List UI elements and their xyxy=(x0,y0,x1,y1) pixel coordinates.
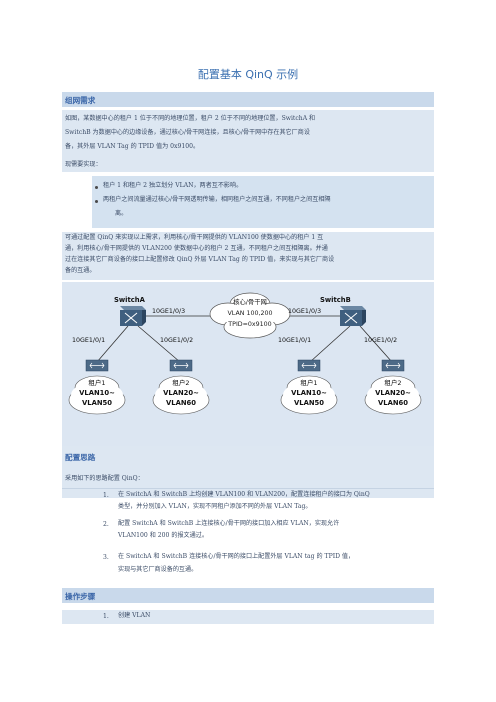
requirements-line: 备，其外层 VLAN Tag 的 TPID 值为 0x9100。 xyxy=(65,143,200,150)
switch-icon xyxy=(120,306,146,326)
section-header-band xyxy=(62,92,434,107)
divider xyxy=(62,488,434,489)
tenant-vlan: VLAN50 xyxy=(82,399,112,407)
document-title: 配置基本 QinQ 示例 xyxy=(197,68,299,81)
tenant-vlan: VLAN50 xyxy=(294,399,324,407)
port-label: 10GE1/0/3 xyxy=(288,308,321,315)
requirements-bullet-box xyxy=(92,176,434,228)
port-label: 10GE1/0/1 xyxy=(72,337,105,344)
requirements-line: 如图，某数据中心的租户 1 位于不同的地理位置，租户 2 位于不同的地理位置，S… xyxy=(65,115,316,122)
section-heading-network-requirements: 组网需求 xyxy=(65,96,96,105)
link-switcha-right xyxy=(137,325,181,363)
section-heading-config-idea: 配置思路 xyxy=(65,453,96,462)
procedure-step-text: 创建 VLAN xyxy=(118,612,151,619)
cloud-label: 核心/骨干网 xyxy=(233,297,267,306)
step-line: 在 SwitchA 和 SwitchB 上均创建 VLAN100 和 VLAN2… xyxy=(118,491,370,498)
step-line: VLAN100 和 200 的报文通过。 xyxy=(118,532,208,539)
section-header-band xyxy=(62,588,434,603)
tenant-cloud-icon xyxy=(364,375,422,415)
requirements-line: SwitchB 为数据中心的边缘设备，通过核心/骨干网连接，且核心/骨干网中存在… xyxy=(65,129,310,136)
tenant-vlan: VLAN60 xyxy=(166,399,196,407)
tenant-vlan: VLAN10~ xyxy=(79,389,115,397)
solution-line: 备的互通。 xyxy=(65,267,96,274)
switcha-label: SwitchA xyxy=(114,296,146,304)
core-backbone-cloud-icon xyxy=(209,292,291,339)
tenant-label: 租户1 xyxy=(300,378,317,387)
link-switchb-left xyxy=(309,325,351,363)
bullet-icon xyxy=(95,200,98,203)
step-line: 类型，并分别加入 VLAN，实现不同租户添加不同的外层 VLAN Tag。 xyxy=(118,503,312,510)
switch-icon xyxy=(340,306,366,326)
tenant-vlan: VLAN60 xyxy=(378,399,408,407)
port-label: 10GE1/0/2 xyxy=(160,337,193,344)
bullet-item: 两租户之间流量通过核心/骨干网透明传输，相同租户之间互通，不同租户之间互相隔 xyxy=(103,196,331,203)
config-idea-intro: 采用如下的思路配置 QinQ： xyxy=(65,475,144,482)
step-number: 1. xyxy=(103,613,109,620)
step-line: 在 SwitchA 和 SwitchB 连接核心/骨干网的接口上配置外层 VLA… xyxy=(118,553,355,560)
section-heading-procedure: 操作步骤 xyxy=(65,592,96,601)
tenant-cloud-icon xyxy=(68,375,126,415)
tenant-vlan: VLAN20~ xyxy=(375,389,411,397)
config-idea-block xyxy=(62,446,434,498)
port-label: 10GE1/0/3 xyxy=(152,308,185,315)
cloud-label: TPID=0x9100 xyxy=(227,321,271,328)
tenant-vlan: VLAN20~ xyxy=(163,389,199,397)
port-label: 10GE1/0/1 xyxy=(278,337,311,344)
tenant-label: 租户2 xyxy=(384,378,401,387)
tenant-vlan: VLAN10~ xyxy=(291,389,327,397)
access-switch-icon xyxy=(297,359,321,372)
tenant-cloud-icon xyxy=(152,375,210,415)
solution-block xyxy=(62,232,434,280)
bullet-item: 租户 1 和租户 2 独立划分 VLAN，两者互不影响。 xyxy=(103,182,243,189)
bullet-item-continued: 离。 xyxy=(115,210,128,217)
link-switcha-left xyxy=(96,325,129,363)
bullet-icon xyxy=(95,186,98,189)
tenant-label: 租户1 xyxy=(88,378,105,387)
switchb-label: SwitchB xyxy=(320,296,351,304)
solution-line: 可通过配置 QinQ 来实现以上需求，利用核心/骨干网提供的 VLAN100 使… xyxy=(65,234,324,241)
access-switch-icon xyxy=(169,359,193,372)
step-number: 2. xyxy=(103,521,109,528)
tenant-cloud-icon xyxy=(280,375,338,415)
solution-line: 过在连接其它厂商设备的接口上配置修改 QinQ 外层 VLAN Tag 的 TP… xyxy=(65,256,335,263)
network-topology-diagram: 核心/骨干网 VLAN 100,200 TPID=0x9100 SwitchA … xyxy=(62,282,434,446)
step-number: 1. xyxy=(103,492,109,499)
tenant-label: 租户2 xyxy=(172,378,189,387)
requirements-block xyxy=(62,110,434,172)
access-switch-icon xyxy=(85,359,109,372)
procedure-step-row xyxy=(62,610,434,624)
needs-label: 现需要实现： xyxy=(65,161,102,168)
cloud-label: VLAN 100,200 xyxy=(227,310,272,317)
port-label: 10GE1/0/2 xyxy=(364,337,397,344)
access-switch-icon xyxy=(381,359,405,372)
step-line: 配置 SwitchA 和 SwitchB 上连接核心/骨干网的接口加入相应 VL… xyxy=(118,520,340,527)
step-number: 3. xyxy=(103,554,109,561)
step-line: 实现与其它厂商设备的互通。 xyxy=(118,566,198,573)
link-switchb-right xyxy=(359,325,393,363)
solution-line: 通，利用核心/骨干网提供的 VLAN200 使数据中心的租户 2 互通，不同租户… xyxy=(65,245,328,252)
